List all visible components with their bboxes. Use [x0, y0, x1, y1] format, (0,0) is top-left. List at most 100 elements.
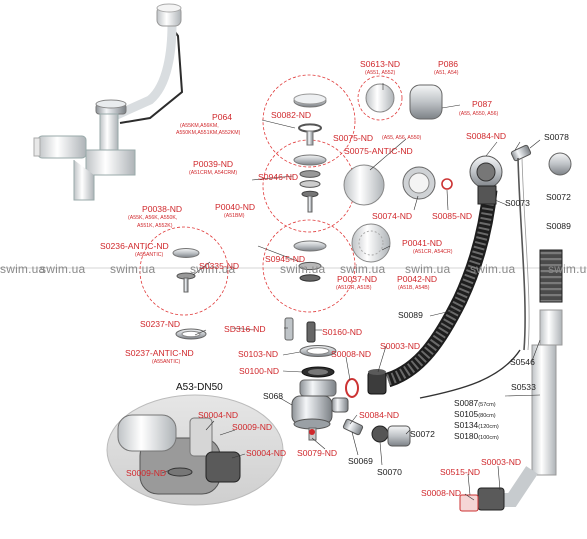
- label-p064-sub2: A550KM,A551KM,A552KM): [176, 130, 241, 136]
- length-row: S0105(80cm): [454, 410, 496, 420]
- label-s0100: S0100-ND: [239, 366, 280, 376]
- bottom-linkage: [342, 418, 411, 447]
- length-row: S0134(120cm): [454, 421, 499, 431]
- length-row: S0087(57cm): [454, 399, 496, 409]
- watermark-text: swim.ua: [340, 262, 386, 276]
- label-s0074: S0074-ND: [372, 211, 413, 221]
- length-value: (120cm): [478, 424, 499, 430]
- label-p0038: P0038-ND: [142, 204, 183, 214]
- label-s0003-bottom: S0003-ND: [481, 457, 522, 467]
- diagram-title: A53-DN50: [176, 382, 223, 393]
- label-s0075: S0075-ND: [333, 133, 374, 143]
- length-code: S0087: [454, 398, 479, 408]
- watermark-text: swim.ua: [470, 262, 516, 276]
- label-p087: P087: [472, 99, 493, 109]
- label-s0082: S0082-ND: [271, 110, 312, 120]
- watermark-text: swim.ua: [110, 262, 156, 276]
- label-s0009-top: S0009-ND: [232, 422, 273, 432]
- label-s068: S068: [263, 391, 284, 401]
- label-s0003-mid: S0003-ND: [380, 341, 421, 351]
- plug-s0945: [293, 240, 327, 282]
- plug-p064: [293, 93, 327, 146]
- label-p0040: P0040-ND: [215, 202, 256, 212]
- label-p0042: P0042-ND: [397, 274, 438, 284]
- watermark-text: swim.ua: [0, 262, 46, 276]
- overflow-head: [343, 155, 503, 206]
- label-s0236-sub: (A55ANTIC): [135, 252, 164, 258]
- label-s0008-bottom: S0008-ND: [421, 488, 462, 498]
- label-s0160: S0160-ND: [322, 327, 363, 337]
- label-s0533: S0533: [511, 382, 536, 392]
- label-s0004-bottom: S0004-ND: [246, 448, 287, 458]
- label-p087-sub: (A55, A550, A56): [459, 111, 499, 117]
- label-p086-sub: (A51, A54): [434, 70, 459, 76]
- label-sd316: SD316-ND: [224, 324, 266, 334]
- ring-s0237: [175, 328, 207, 340]
- label-s0072-bottom: S0072: [410, 429, 435, 439]
- plug-p0038: [172, 248, 200, 293]
- cap-p0041: [351, 223, 391, 263]
- label-s0946: S0946-ND: [258, 172, 299, 182]
- label-s0103: S0103-ND: [238, 349, 279, 359]
- bowden-cable: [419, 349, 521, 399]
- watermark-text: swim.ua: [280, 262, 326, 276]
- label-s0073: S0073: [505, 198, 530, 208]
- label-p0039-sub: (A51CRM, A54CRM): [189, 170, 238, 176]
- label-s0072-top: S0072: [546, 192, 571, 202]
- caps-s0613-p086: [365, 83, 443, 120]
- corrugated-hose-s0089: [385, 189, 498, 388]
- length-code: S0134: [454, 420, 479, 430]
- label-s0613-sub: (A551, A552): [365, 70, 396, 76]
- length-code: S0105: [454, 409, 479, 419]
- label-p0037: P0037-ND: [337, 274, 378, 284]
- label-s0237-antic-sub: (A55ANTIC): [152, 359, 181, 365]
- label-s0945: S0945-ND: [265, 254, 306, 264]
- label-p064: P064: [212, 112, 233, 122]
- cable-linkage: [510, 144, 572, 351]
- label-p086: P086: [438, 59, 459, 69]
- label-s0085: S0085-ND: [432, 211, 473, 221]
- label-p0037-sub: (A51CR, A51B): [336, 285, 372, 291]
- label-s0070: S0070: [377, 467, 402, 477]
- label-p064-sub1: (A55KM,A56KM,: [180, 123, 219, 129]
- label-s0084-bottom: S0084-ND: [359, 410, 400, 420]
- label-p0042-sub: (A51B, A54B): [398, 285, 430, 291]
- label-s0613: S0613-ND: [360, 59, 401, 69]
- length-value: (80cm): [478, 413, 496, 419]
- label-s0089-right: S0089: [546, 221, 571, 231]
- label-s0079: S0079-ND: [297, 448, 338, 458]
- plug-p0039: [293, 154, 327, 213]
- length-value: (100cm): [478, 435, 499, 441]
- bolts-sd316-s0160: [284, 317, 316, 343]
- watermark-text: swim.ua: [405, 262, 451, 276]
- label-p0038-sub2: A551K, A552K): [137, 223, 173, 229]
- assembled-set-photo: [33, 3, 184, 201]
- label-s0069: S0069: [348, 456, 373, 466]
- leader-lines: [161, 83, 541, 501]
- label-s0078: S0078: [544, 132, 569, 142]
- label-p0038-sub1: (A55K, A56K, A550K,: [128, 215, 178, 221]
- label-p0041-sub: (A51CR, A54CR): [413, 249, 453, 255]
- a53-dn50-highlight: [106, 394, 284, 506]
- label-s0084-top: S0084-ND: [466, 131, 507, 141]
- length-row: S0180(100cm): [454, 432, 499, 442]
- label-p0041: P0041-ND: [402, 238, 443, 248]
- label-p0039: P0039-ND: [193, 159, 234, 169]
- trap-s068: [291, 379, 349, 441]
- label-s0515: S0515-ND: [440, 467, 481, 477]
- watermark-text: swim.ua: [40, 262, 86, 276]
- length-value: (57cm): [478, 402, 496, 408]
- vertical-drain-pipe: [459, 249, 563, 512]
- label-s0335: S0335-ND: [199, 261, 240, 271]
- label-s0236-antic: S0236-ANTIC-ND: [100, 241, 169, 251]
- label-s0089-mid: S0089: [398, 310, 423, 320]
- length-code: S0180: [454, 431, 479, 441]
- watermark-text: swim.ua: [190, 262, 236, 276]
- watermark-text: swim.ua: [548, 262, 587, 276]
- label-p0040-sub: (A51BM): [224, 213, 245, 219]
- label-s0075-antic: S0075-ANTIC-ND: [344, 146, 413, 156]
- label-s0009-bottom: S0009-ND: [126, 468, 167, 478]
- label-s0237: S0237-ND: [140, 319, 181, 329]
- rings-s0103-s0100: [299, 345, 337, 378]
